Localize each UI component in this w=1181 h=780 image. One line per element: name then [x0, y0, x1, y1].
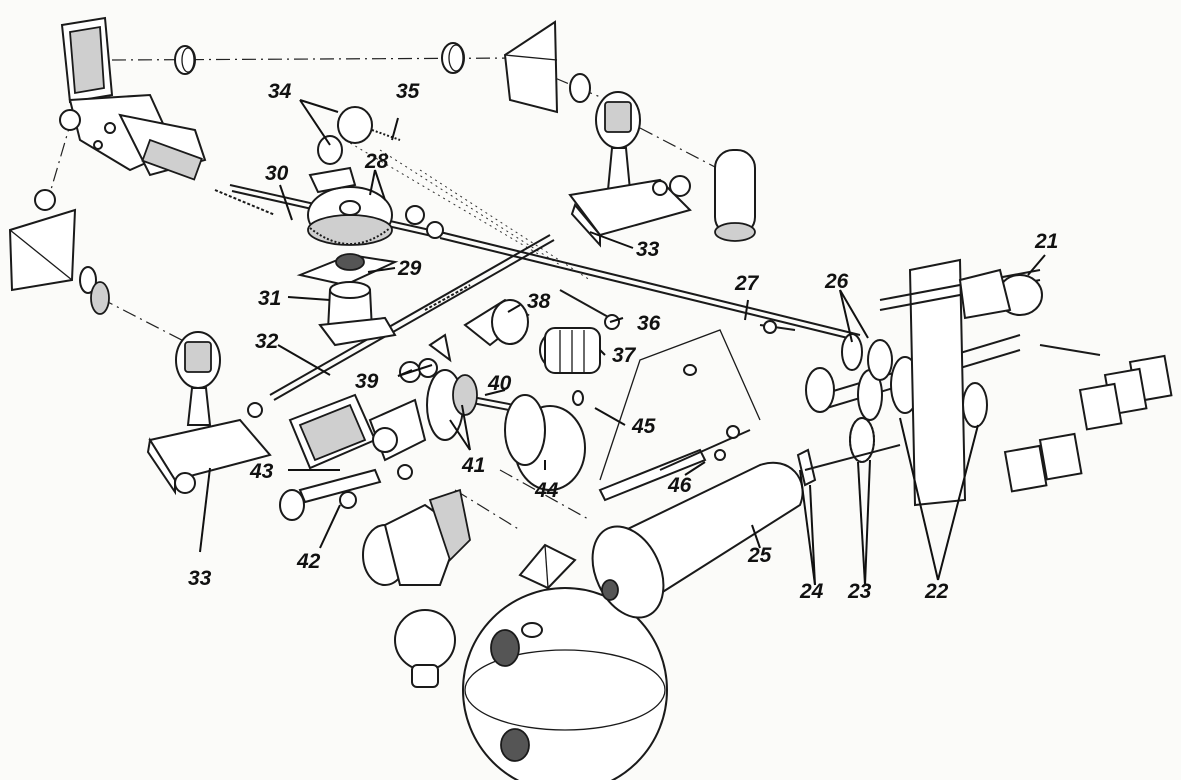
- label-45: 45: [631, 415, 656, 438]
- label-44: 44: [534, 479, 559, 502]
- drive-shaft-27: [759, 320, 796, 334]
- left-prism: [8, 189, 110, 315]
- top-left-prism-housing: [59, 16, 207, 181]
- lamp-housing: [362, 488, 577, 590]
- label-34: 34: [268, 80, 292, 103]
- label-41: 41: [461, 454, 485, 477]
- label-40: 40: [487, 372, 512, 395]
- tube-cylinder: [714, 149, 756, 242]
- leader-lines: [199, 99, 1046, 586]
- contact-block-43: [288, 393, 427, 470]
- top-lenses: [174, 42, 591, 103]
- knob-34: [308, 106, 373, 194]
- light-bulb: [394, 609, 456, 688]
- label-32: 32: [255, 330, 279, 353]
- label-31: 31: [258, 287, 281, 310]
- sphere-housing: [462, 587, 668, 780]
- lever-24: [796, 444, 901, 487]
- motor-21: [958, 268, 1043, 320]
- label-38: 38: [527, 290, 551, 313]
- label-33-right: 33: [636, 238, 660, 261]
- label-37: 37: [612, 344, 637, 367]
- top-prism: [503, 20, 559, 114]
- worm-screw-mid: [424, 284, 471, 311]
- label-28: 28: [364, 150, 389, 173]
- label-26: 26: [824, 270, 849, 293]
- cam-discs-26: [841, 333, 893, 381]
- column-31: [318, 281, 397, 347]
- label-29: 29: [397, 257, 422, 280]
- label-46: 46: [667, 474, 692, 497]
- label-35: 35: [396, 80, 420, 103]
- label-30: 30: [265, 162, 289, 185]
- drum-44: [504, 394, 586, 491]
- label-33-left: 33: [188, 567, 212, 590]
- shaft-36: [559, 289, 620, 330]
- cam-plate-29: [296, 253, 399, 287]
- label-42: 42: [296, 550, 321, 573]
- label-21: 21: [1034, 230, 1058, 253]
- label-24: 24: [799, 580, 824, 603]
- label-36: 36: [637, 312, 661, 335]
- shaft-coupling: [405, 205, 444, 239]
- worm-screw-30: [214, 189, 276, 216]
- switch-blocks: [1003, 344, 1173, 493]
- turntable-gear-28: [307, 186, 393, 246]
- label-43: 43: [249, 460, 274, 483]
- part-labels: 21 22 23 24 25 26 27 28 29 30 31 32 33 3…: [188, 80, 1058, 603]
- eyepiece-assembly-right: [568, 91, 692, 248]
- cylinder-25: [591, 461, 804, 619]
- flywheel-41: [426, 369, 478, 441]
- label-25: 25: [747, 544, 772, 567]
- label-39: 39: [355, 370, 379, 393]
- label-23: 23: [847, 580, 872, 603]
- screw-35: [371, 129, 401, 141]
- motor-38: [463, 298, 530, 347]
- contact-drum-37: [539, 327, 601, 374]
- eyepiece-assembly-left: [146, 331, 272, 496]
- label-22: 22: [924, 580, 949, 603]
- lever-42: [279, 464, 413, 521]
- linkage-45-46: [572, 329, 761, 502]
- label-27: 27: [734, 272, 760, 295]
- gear-23: [849, 417, 875, 463]
